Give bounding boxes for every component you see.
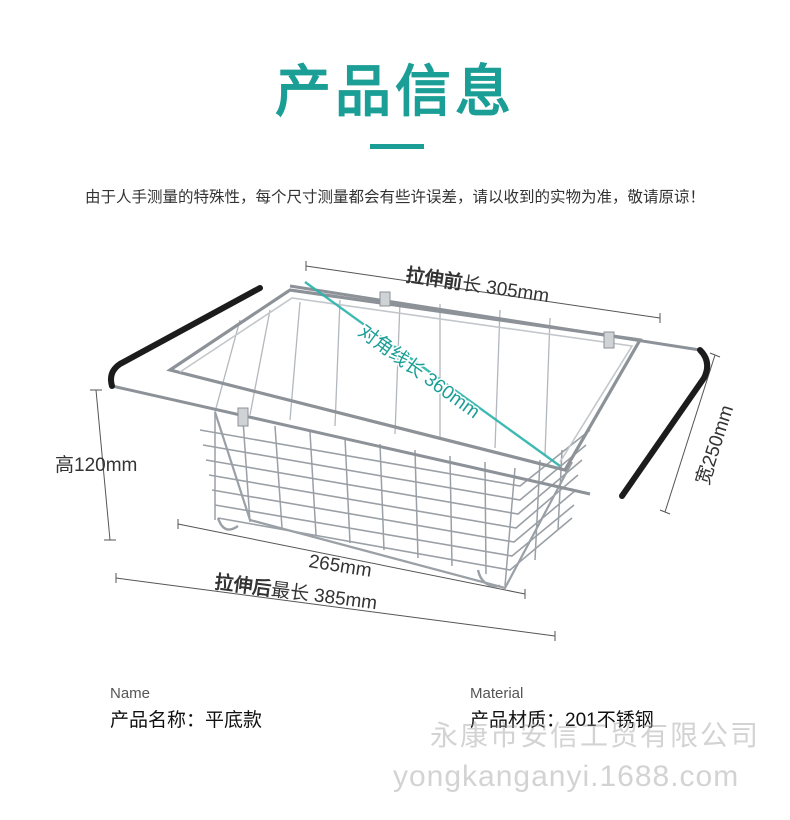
info-material: Material 产品材质：201不锈钢 bbox=[470, 684, 654, 736]
page-title: 产品信息 bbox=[275, 60, 515, 125]
name-label: Name bbox=[110, 685, 151, 702]
material-value: 产品材质：201不锈钢 bbox=[470, 710, 654, 731]
product-figure: 拉伸前长 305mm 对角线长 360mm 高120mm 宽250mm 265m… bbox=[55, 261, 738, 641]
dimension-lines bbox=[90, 261, 721, 641]
watermark-company: 永康市安信工贸有限公司 bbox=[430, 720, 761, 751]
info-name: Name 产品名称：平底款 bbox=[110, 684, 262, 736]
basket-illustration bbox=[108, 284, 711, 590]
material-label: Material bbox=[470, 685, 524, 702]
name-value: 产品名称：平底款 bbox=[110, 710, 263, 731]
diagonal-line bbox=[304, 281, 561, 467]
title-underline bbox=[370, 144, 424, 149]
label-extended-front: 拉伸前长 305mm bbox=[404, 263, 550, 307]
label-diagonal: 对角线长 360mm bbox=[354, 320, 484, 423]
watermark-url: yongkanganyi.1688.com bbox=[393, 760, 740, 793]
label-width: 宽250mm bbox=[692, 402, 738, 487]
label-height: 高120mm bbox=[55, 454, 137, 476]
label-bottom: 265mm bbox=[307, 551, 373, 582]
measurement-note: 由于人手测量的特殊性，每个尺寸测量都会有些许误差，请以收到的实物为准，敬请原谅！ bbox=[84, 188, 705, 206]
